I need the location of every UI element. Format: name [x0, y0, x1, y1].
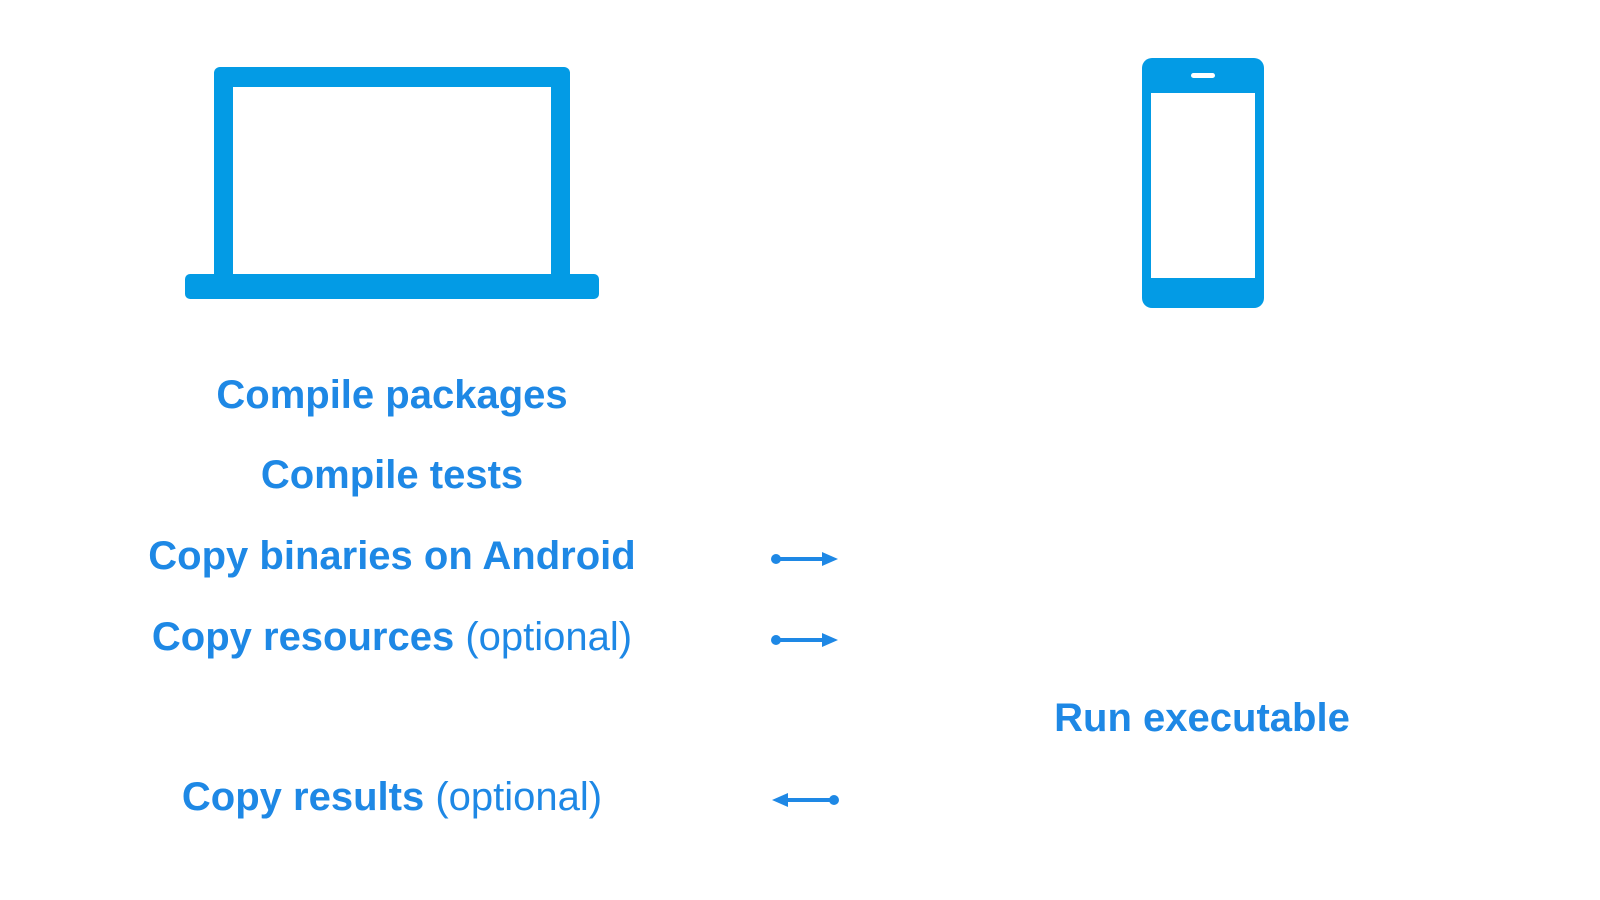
step-copy-binaries: Copy binaries on Android	[148, 532, 635, 580]
step-label: Compile packages	[216, 373, 568, 417]
step-note: (optional)	[435, 775, 603, 819]
step-note: (optional)	[465, 615, 633, 659]
step-copy-resources: Copy resources (optional)	[152, 613, 632, 661]
step-run-executable: Run executable	[1054, 694, 1350, 742]
step-compile-tests: Compile tests	[261, 451, 523, 499]
step-compile-packages: Compile packages	[216, 371, 567, 419]
step-label: Copy binaries on Android	[148, 534, 636, 578]
arrow-right-icon	[771, 552, 838, 566]
step-label: Copy results	[181, 775, 425, 819]
step-label: Copy resources	[151, 615, 455, 659]
step-copy-results: Copy results (optional)	[182, 773, 602, 821]
arrow-left-icon	[772, 793, 839, 807]
arrow-right-icon	[771, 633, 838, 647]
step-label: Run executable	[1054, 696, 1350, 740]
laptop-icon	[185, 67, 599, 299]
step-label: Compile tests	[260, 453, 524, 497]
phone-icon	[1142, 58, 1264, 308]
